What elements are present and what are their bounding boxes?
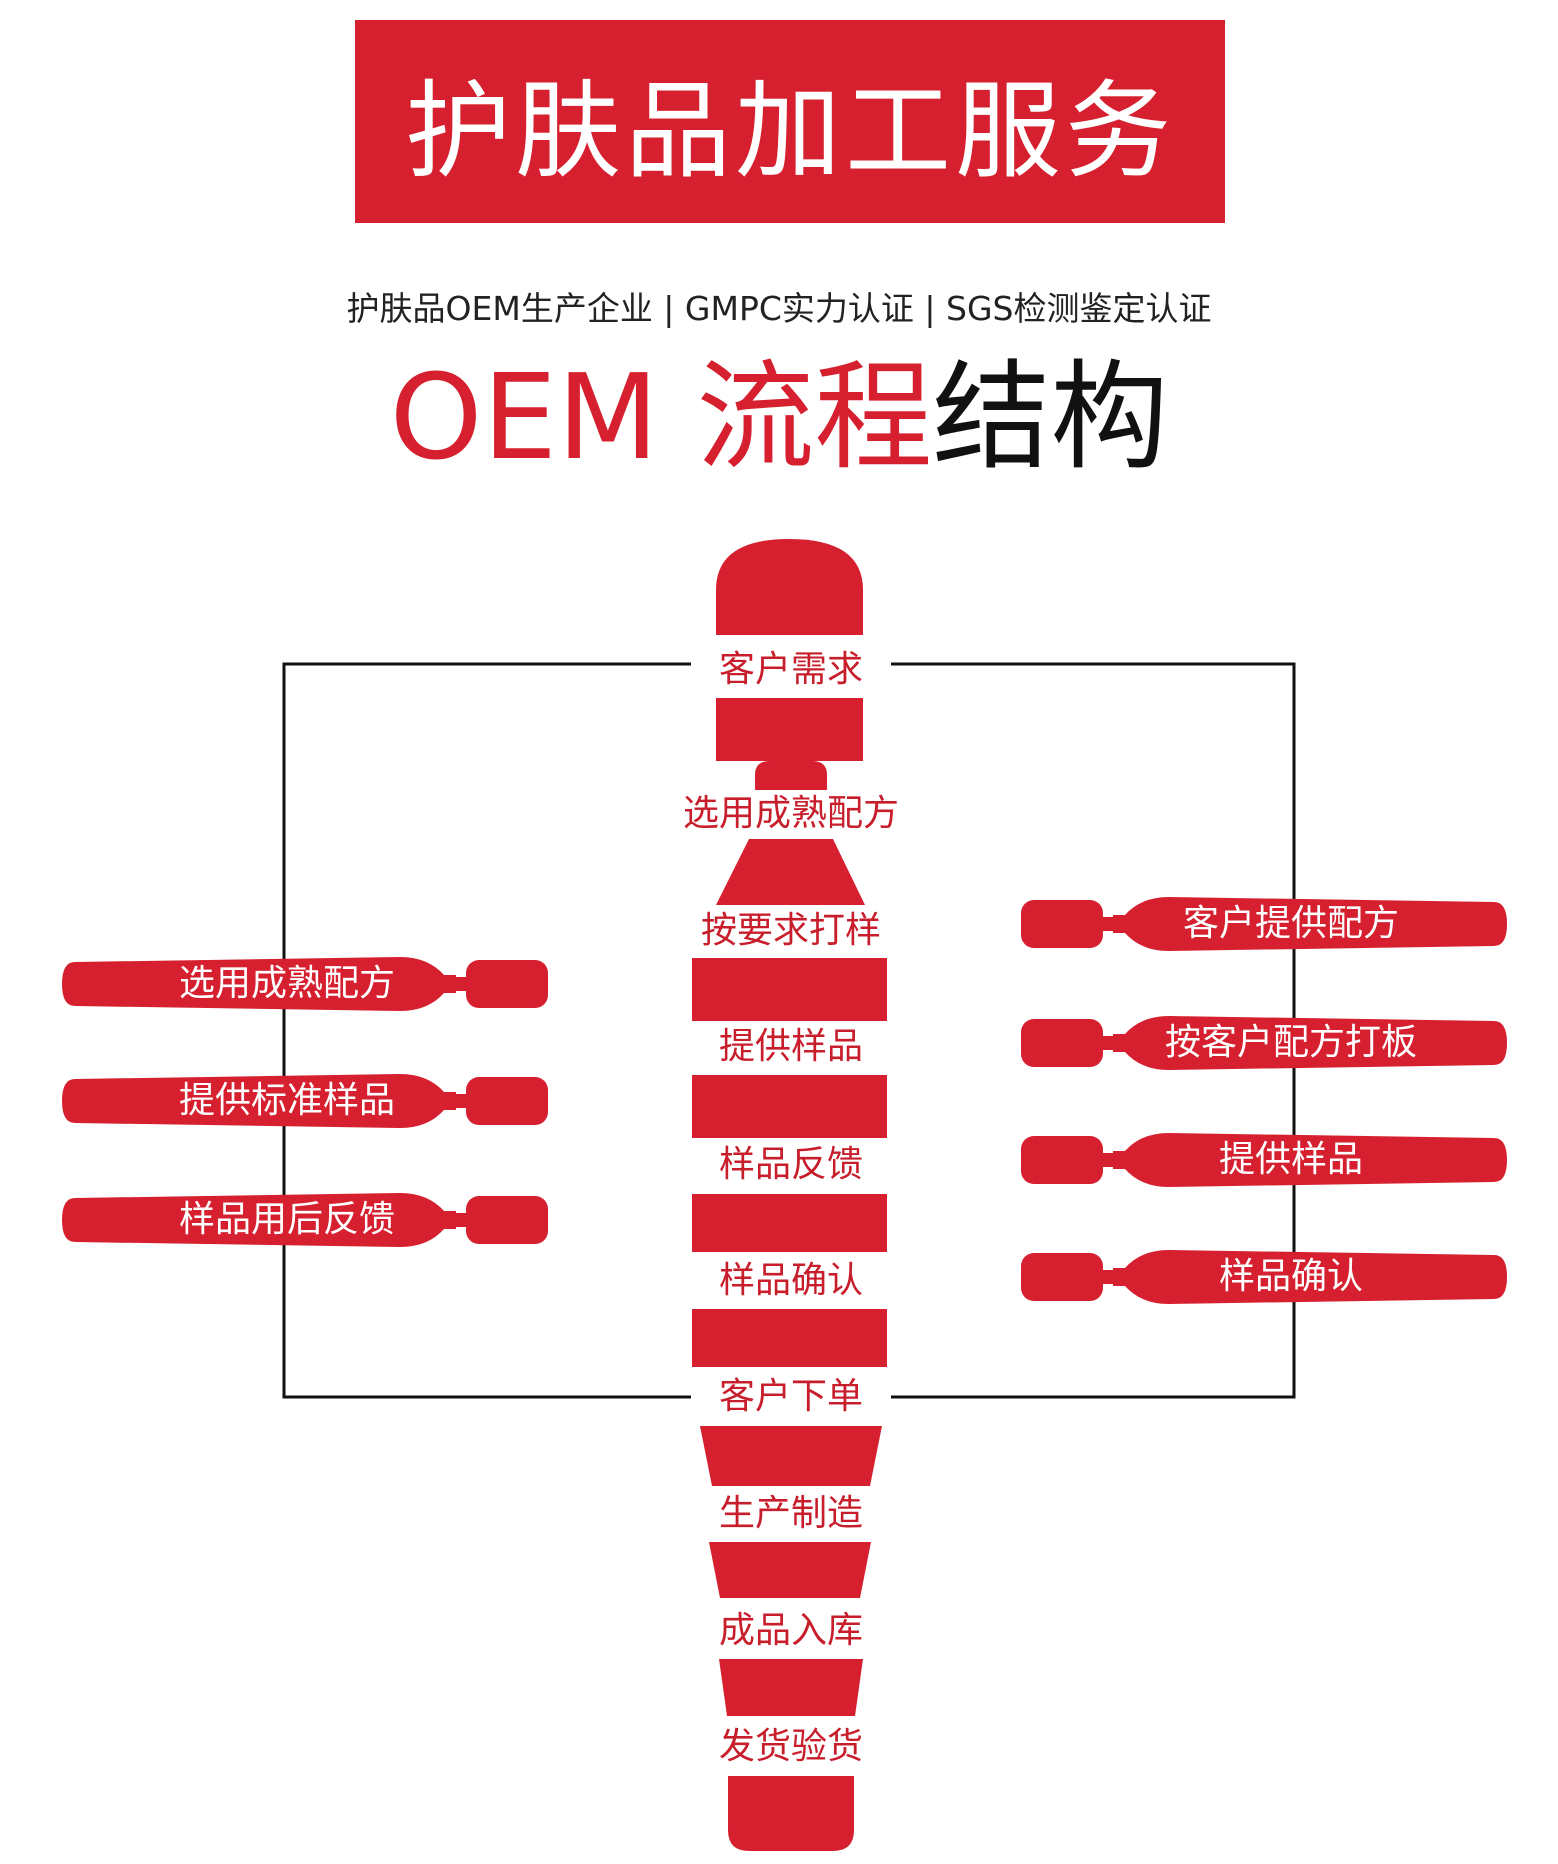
step-customer-demand: 客户需求	[691, 647, 891, 693]
right-branch-item: 按客户配方打板	[1164, 1022, 1417, 1063]
step-warehousing: 成品入库	[691, 1608, 891, 1654]
step-provide-sample: 提供样品	[691, 1024, 891, 1070]
column-block	[692, 1194, 887, 1252]
right-branch-item: 提供样品	[1218, 1139, 1363, 1180]
column-block	[692, 1075, 887, 1138]
step-customer-order: 客户下单	[691, 1374, 891, 1420]
step-sample-feedback: 样品反馈	[691, 1142, 891, 1188]
title-red-part: OEM 流程	[389, 348, 933, 486]
step-choose-formula: 选用成熟配方	[682, 793, 899, 834]
column-taper	[700, 1426, 882, 1486]
column-taper	[709, 1542, 871, 1598]
step-sample-confirm: 样品确认	[691, 1258, 891, 1304]
header-banner: 护肤品加工服务	[355, 20, 1225, 223]
bottle-base	[728, 1776, 854, 1851]
subtitle: 护肤品OEM生产企业 | GMPC实力认证 | SGS检测鉴定认证	[346, 289, 1212, 328]
right-branch-item: 客户提供配方	[1182, 903, 1399, 944]
column-block	[692, 958, 887, 1021]
column-block	[716, 698, 863, 761]
banner-title: 护肤品加工服务	[405, 69, 1175, 193]
step-sample-to-spec: 按要求打样	[691, 908, 891, 954]
column-trapezoid	[716, 839, 865, 905]
left-branch-item: 样品用后反馈	[178, 1199, 395, 1240]
left-branch-item: 选用成熟配方	[178, 963, 395, 1004]
step-shipping-inspection: 发货验货	[691, 1724, 891, 1770]
right-branch-item: 样品确认	[1218, 1256, 1363, 1297]
column-block	[692, 1309, 887, 1367]
column-knob	[755, 761, 827, 790]
bottle-cap-top	[716, 539, 863, 635]
page-title: OEM 流程结构	[0, 352, 1558, 482]
column-taper	[719, 1659, 863, 1716]
step-production: 生产制造	[691, 1491, 891, 1537]
title-black-part: 结构	[932, 348, 1169, 486]
left-branch-item: 提供标准样品	[178, 1080, 395, 1121]
